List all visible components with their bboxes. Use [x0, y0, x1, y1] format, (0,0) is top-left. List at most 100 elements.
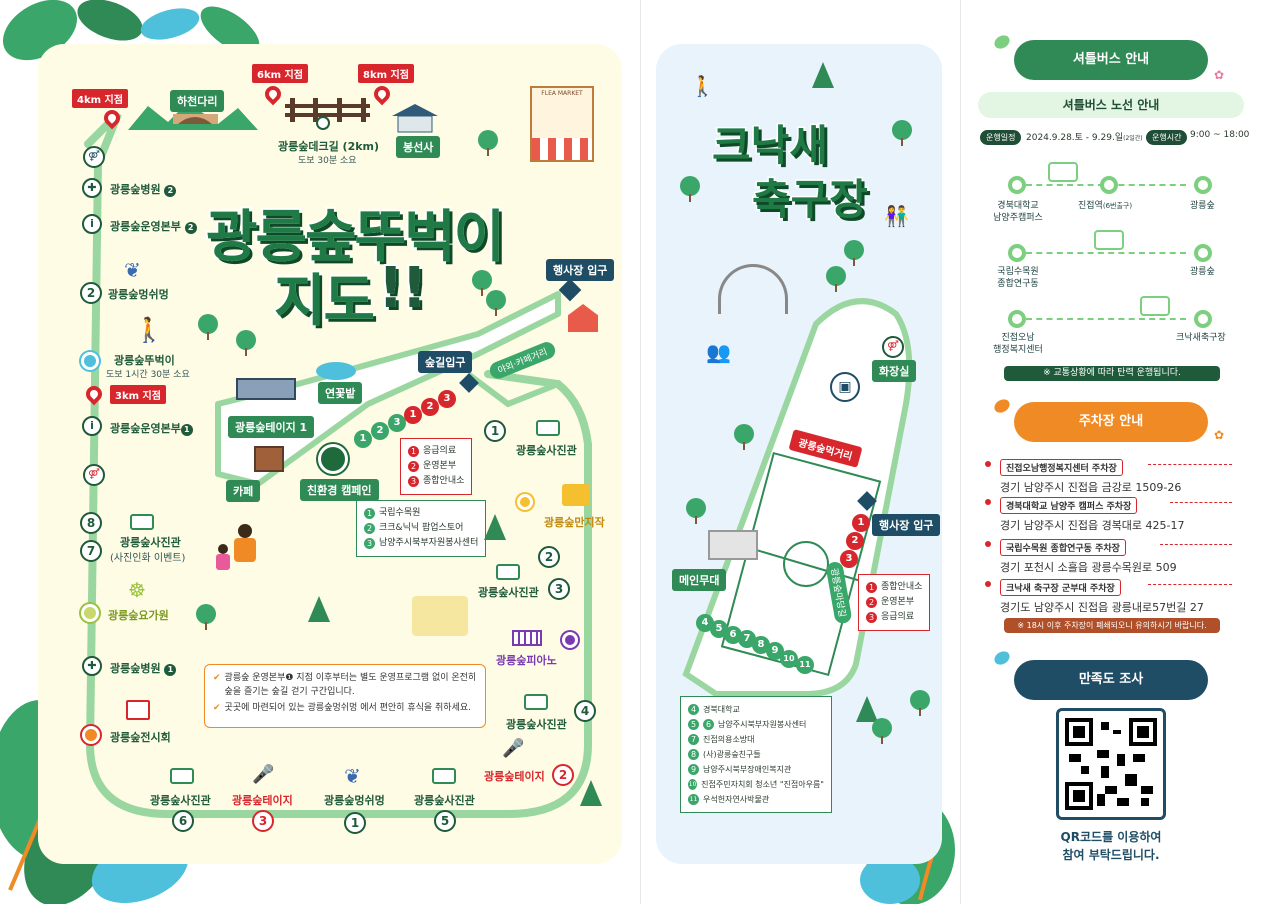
lotus-field-label: 연꽃밭 [318, 382, 363, 404]
qr-instruction-line1: QR코드를 이용하여 [1060, 830, 1162, 844]
route-number-4: 4 [574, 700, 596, 722]
route-number-2: 2 [552, 764, 574, 786]
parking-divider [1148, 584, 1232, 585]
facility-number-1: 1 [404, 406, 422, 424]
station-label-arboretum: 국립수목원 종합연구동 [997, 267, 1039, 289]
facility-number-2: 2 [846, 532, 864, 550]
parking-address: 경기도 남양주시 진접읍 광릉내로57번길 27 [1000, 601, 1204, 614]
stage-1-label: 광릉숲테이지 1 [228, 416, 315, 438]
parking-address: 경기 남양주시 진접읍 경복대로 425-17 [1000, 519, 1185, 532]
fold-line-1 [640, 0, 641, 904]
traffic-notice: ※ 교통상황에 따라 탄력 운행됩니다. [1004, 366, 1220, 381]
camera-icon [496, 564, 520, 580]
walking-person-icon: 🚶 [134, 316, 164, 344]
booth-number-6: 6 [724, 626, 742, 644]
km-marker-4: 4km 지점 [72, 89, 128, 108]
walk-marker-icon [81, 352, 99, 370]
deck-time-label: 도보 30분 소요 [298, 156, 357, 166]
butterfly-icon: ❦ [124, 258, 141, 282]
touch-marker-icon [517, 494, 533, 510]
station-label-forest-1: 광릉숲 [1190, 201, 1215, 211]
audience-illustration: 👥 [706, 340, 731, 364]
facility-number-1: 1 [852, 514, 870, 532]
notice-box: ✔광릉숲 운영본부❶ 지점 이후부터는 별도 운영프로그램 없이 온전히 숲을 … [204, 664, 486, 728]
parking-divider [1170, 502, 1232, 503]
shuttle-route-title: 셔틀버스 노선 안내 [978, 92, 1244, 118]
hospital-icon: ✚ [82, 656, 102, 676]
parking-heading: 주차장 안내 [1014, 402, 1208, 442]
tree-icon [686, 498, 706, 524]
bridge-label: 하천다리 [170, 90, 225, 112]
event-entrance-label: 행사장 입구 [546, 259, 615, 281]
yoga-marker-icon [81, 604, 99, 622]
station-label-jinjeop: 진접역(6번출구) [1078, 201, 1133, 211]
parking-name: 경북대학교 남양주 캠퍼스 주차장 [1000, 497, 1138, 514]
tree-icon [236, 330, 256, 356]
route-item-rest-1: 광릉숲멍쉬멍 [324, 794, 385, 807]
route-number-7: 7 [80, 540, 102, 562]
piano-marker-icon [562, 632, 578, 648]
schedule-value: 2024.9.28.토 - 9.29.일(2일간) [1026, 133, 1143, 143]
cafe-building-icon [254, 446, 284, 472]
route-number-1: 1 [484, 420, 506, 442]
flower-decoration-icon: ✿ [1214, 428, 1225, 442]
deck-label: 광릉숲데크길 (2km) [278, 140, 380, 153]
schedule-label: 운행일정 [980, 130, 1022, 145]
lotus-pond-icon [316, 362, 356, 380]
booth-number-11: 11 [796, 656, 814, 674]
route-line [1026, 252, 1186, 254]
notice-item-2: ✔곳곳에 마련되어 있는 광릉숲멍쉬멍 에서 편안히 휴식을 취하세요. [213, 703, 471, 713]
route-item-photo-1: 광릉숲사진관 [516, 444, 577, 457]
tree-icon [910, 690, 930, 716]
route-item-hospital-2: 광릉숲병원 2 [110, 181, 177, 197]
station-label-forest-2: 광릉숲 [1190, 267, 1215, 277]
leaf-decoration-icon [992, 396, 1012, 416]
route-item-stage-2: 광릉숲테이지 [484, 770, 545, 783]
restroom-icon: ⚤ [83, 464, 105, 486]
parking-address: 경기 남양주시 진접읍 금강로 1509-26 [1000, 481, 1182, 494]
parking-item-4: 크낙새 축구장 군부대 주차장 경기도 남양주시 진접읍 광릉내로57번길 27 [985, 576, 1238, 615]
booth-number-8: 8 [752, 636, 770, 654]
restroom-label: 화장실 [872, 360, 917, 382]
tree-icon [872, 718, 892, 744]
parking-name: 진접오남행정복지센터 주차장 [1000, 459, 1123, 476]
facility-number-3: 3 [840, 550, 858, 568]
person-illustration: 🚶 [690, 74, 715, 98]
station-marker [1194, 310, 1212, 328]
bus-icon [1048, 162, 1078, 182]
fold-line-2 [960, 0, 961, 904]
parking-bullet [985, 499, 991, 505]
restroom-icon: ⚤ [83, 146, 105, 168]
main-stage-icon [708, 530, 758, 560]
parking-name: 크낙새 축구장 군부대 주차장 [1000, 579, 1121, 596]
station-marker [1194, 244, 1212, 262]
route-item-photo-5: 광릉숲사진관 [414, 794, 475, 807]
tree-icon [826, 266, 846, 292]
exhibition-marker-icon [82, 726, 100, 744]
restroom-icon: ⚤ [882, 336, 904, 358]
tree-icon [486, 290, 506, 316]
km-marker-8: 8km 지점 [358, 64, 414, 83]
parking-notice: ※ 18시 이후 주차장이 폐쇄되오니 유의하시기 바랍니다. [1004, 618, 1220, 633]
info-icon: i [82, 214, 102, 234]
booth-number-9: 9 [766, 642, 784, 660]
route-number-3: 3 [548, 578, 570, 600]
flea-market-sign: FLEA MARKET [541, 90, 583, 97]
survey-qr-code[interactable] [1056, 708, 1166, 820]
pine-tree-icon [812, 62, 834, 88]
family-illustration [214, 524, 264, 580]
picnic-illustration [412, 596, 468, 636]
butterfly-icon: ❦ [344, 764, 361, 788]
tree-icon [680, 176, 700, 202]
pine-tree-icon [856, 696, 878, 722]
tree-icon [472, 270, 492, 296]
stadium-title-line1: 크낙새 [711, 120, 830, 172]
parking-item-3: 국립수목원 종합연구동 주차장 경기 포천시 소흘읍 광릉수목원로 509 [985, 536, 1238, 575]
route-item-photo-4: 광릉숲사진관 [506, 718, 567, 731]
booth-number-2: 2 [371, 422, 389, 440]
route-number-2: 2 [80, 282, 102, 304]
hospital-icon: ✚ [82, 178, 102, 198]
route-item-photo-studio: 광릉숲사진관 [120, 536, 181, 549]
